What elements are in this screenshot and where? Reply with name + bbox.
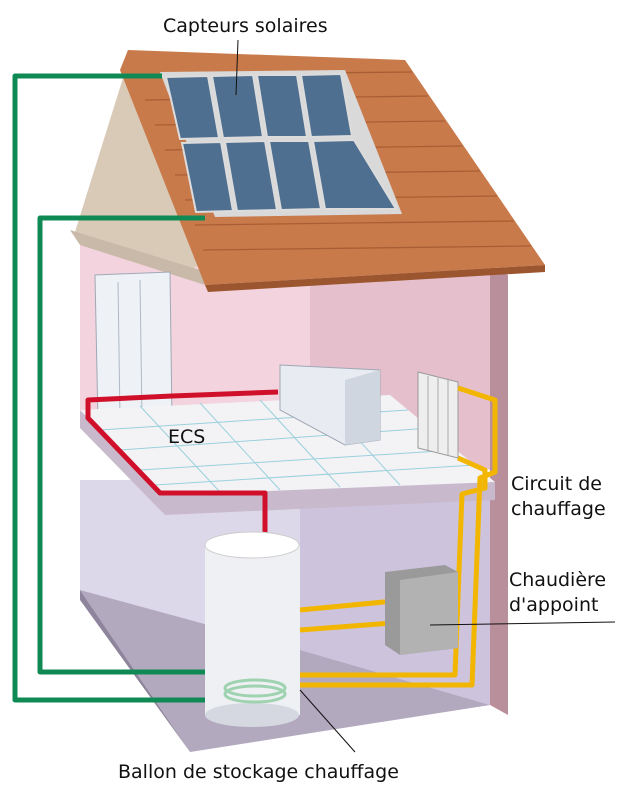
storage-tank [204,531,300,727]
label-backup-boiler-1: Chaudière [509,569,607,591]
upper-floor-edge [80,410,495,515]
attic-edge [70,230,205,285]
radiator [417,371,459,459]
label-solar-collectors: Capteurs solaires [163,15,328,37]
roof-bottom-edge [205,265,545,292]
label-storage-tank: Ballon de stockage chauffage [118,761,399,783]
label-heating-circuit-2: chauffage [511,498,606,520]
solar-panels [164,72,398,214]
house-right-wall [490,265,508,715]
solar-loop-pipes [12,73,215,703]
hot-water-pipe [85,389,279,545]
bathtub [279,364,381,446]
label-heating-circuit-1: Circuit de [511,473,602,495]
backup-boiler [385,565,458,655]
label-backup-boiler-2: d'appoint [509,594,599,616]
label-dhw: ECS [168,426,206,448]
leader-lines [235,39,616,753]
